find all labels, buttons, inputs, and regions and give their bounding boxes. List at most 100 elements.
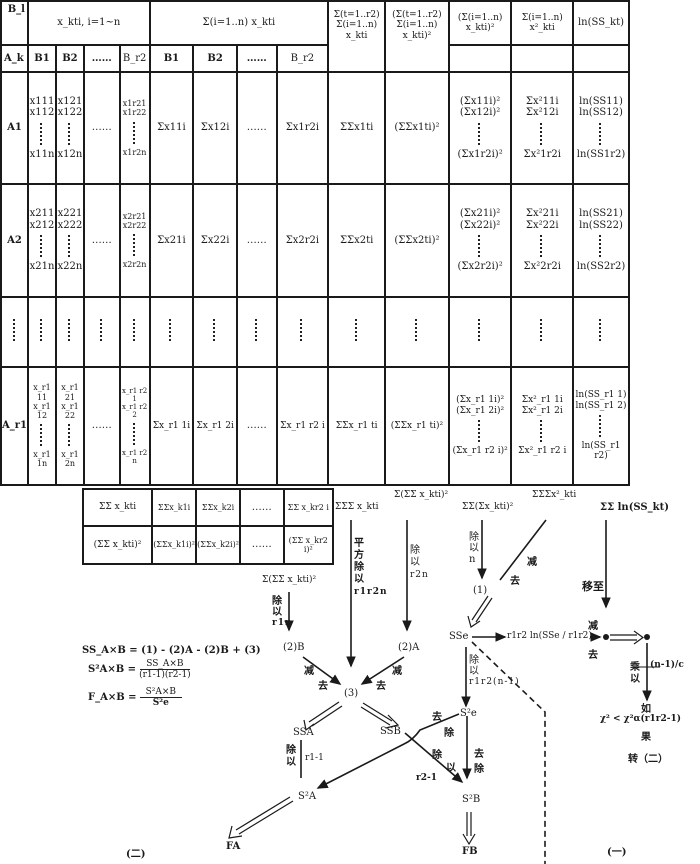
- sum-cell: Σx_r1 r2 i: [275, 366, 330, 486]
- sum-cell: Σx2r2i: [275, 183, 330, 298]
- arrow-2b-to-3: [302, 656, 342, 685]
- formula-ss-axb: SS_A×B = (1) - (2)A - (2)B + (3): [82, 645, 261, 656]
- sq-a-label: Σ(ΣΣ x_kti)²: [394, 490, 449, 500]
- node-sse: SSe: [449, 631, 469, 642]
- continuation-dots: [327, 296, 387, 368]
- section-one-label: (一): [607, 847, 627, 858]
- formula-f-axb-lhs: F_A×B =: [88, 692, 137, 703]
- double-arrow-3-to-ssb: [385, 714, 400, 729]
- continuation-dots: [192, 296, 238, 368]
- sumsum-cell: ΣΣx2ti: [327, 183, 387, 298]
- total-sum-cell: ΣΣx_k1i: [151, 488, 198, 527]
- sum-ln-label: ΣΣ ln(SS_kt): [600, 502, 669, 513]
- sum-sq-label: ΣΣΣx²_kti: [532, 490, 577, 500]
- continuation-dots: [235, 296, 278, 368]
- sq-cells-label: ΣΣ(Σx_kti)²: [462, 502, 514, 512]
- sum-ellipsis: ……: [235, 366, 278, 486]
- sqsumsum-cell: (ΣΣx_r1 ti)²: [384, 366, 450, 486]
- label-move-to: 移至: [582, 580, 604, 593]
- formula-f-axb: F_A×B = S²A×B S²e: [88, 687, 182, 708]
- total-sum-ellipsis: ……: [239, 488, 285, 527]
- total-sq-cell: (ΣΣ x_kti)²: [81, 525, 154, 565]
- label-qu-chu-b: 除: [444, 728, 454, 739]
- header-sum-sq: Σ(i=1..n) x²_kti: [510, 0, 575, 46]
- header-raw-group: x_kti, i=1~n: [27, 0, 151, 46]
- formula-f-axb-num: S²A×B: [139, 687, 182, 698]
- sum-cell: Σx21i: [148, 183, 195, 298]
- subheader-b1: B1: [27, 44, 57, 73]
- label-subtract-1a: 减: [527, 557, 537, 568]
- double-arrow-s2a-to-fa: [228, 825, 243, 839]
- double-arrow-1-to-sse: [467, 615, 481, 628]
- subheader-sum-ellipsis: ……: [235, 44, 278, 73]
- label-div-r2-1-a: 除: [432, 750, 442, 761]
- goto-section-two: 转（二）: [628, 754, 668, 765]
- double-arrow-3-to-ssa: [303, 719, 315, 732]
- sum-cell: Σx_r1 2i: [192, 366, 238, 486]
- subheader-sum-br2: B_r2: [275, 44, 330, 73]
- sqsum-cell: (Σx11i)²(Σx12i)²(Σx1r2i)²: [447, 71, 513, 185]
- total-sq-cell: (ΣΣ x_kr2 i)²: [282, 525, 335, 565]
- continuation-dots: [82, 296, 121, 368]
- header-sum-group: Σ(i=1..n) x_kti: [148, 0, 330, 46]
- if-cond-bottom: 果: [641, 732, 651, 743]
- fraction-n1-c: (n-1)/c: [650, 660, 684, 670]
- continuation-dots: [0, 296, 29, 368]
- ln-term: r1r2 ln(SSe / r1r2): [507, 631, 592, 641]
- subheader-ellipsis: ……: [82, 44, 121, 73]
- junction-dot: [603, 634, 609, 640]
- sum-ellipsis: ……: [235, 71, 278, 185]
- node-s2a: S²A: [298, 791, 317, 802]
- formula-s2-axb-num: SS_A×B: [140, 659, 190, 670]
- label-qu-chu-right-b: 除: [474, 764, 484, 775]
- if-cond-expr: χ² < χ²α(r1r2-1): [600, 714, 681, 724]
- header-sq-sum-sum: (Σ(t=1..r2) Σ(i=1..n) x_kti)²: [384, 0, 450, 73]
- row-label: A1: [0, 71, 29, 185]
- sum-cell: Σx11i: [148, 71, 195, 185]
- header-sq-sum: (Σ(i=1..n) x_kti)²: [447, 0, 513, 46]
- label-subtract-2a-a: 减: [392, 666, 402, 677]
- node-ssb: SSB: [380, 726, 401, 737]
- ln-cell: ln(SS21)ln(SS22)ln(SS2r2): [572, 183, 630, 298]
- formula-s2-axb: S²A×B = SS_A×B (r1-1)(r2-1): [88, 659, 191, 680]
- node-2a: (2)A: [398, 642, 420, 653]
- sq-b-label: Σ(ΣΣ x_kti)²: [262, 575, 317, 585]
- row-label: A_r1: [0, 366, 29, 486]
- label-div-r1-1: 除以: [286, 745, 297, 768]
- sum-cell: Σx1r2i: [275, 71, 330, 185]
- header-ln: ln(SS_kt): [572, 0, 630, 46]
- sum-cell: Σx12i: [192, 71, 238, 185]
- total-sum-label: ΣΣΣ x_kti: [335, 502, 379, 512]
- node-fa: FA: [226, 841, 241, 852]
- label-qu-chu-right-a: 去: [474, 749, 484, 760]
- sumsum-cell: ΣΣx_r1 ti: [327, 366, 387, 486]
- continuation-dots: [447, 296, 513, 368]
- double-arrow-s2b-to-fb: [462, 833, 476, 846]
- subheader-sum-b2: B2: [192, 44, 238, 73]
- sum-ellipsis: ……: [235, 183, 278, 298]
- total-sq-cell: (ΣΣx_k2i)²: [195, 525, 242, 565]
- label-r1-1: r1-1: [305, 753, 324, 763]
- computation-table: B_l x_kti, i=1~n Σ(i=1..n) x_kti Σ(t=1..…: [0, 0, 630, 486]
- node-fb: FB: [462, 846, 478, 857]
- continuation-dots: [384, 296, 450, 368]
- arrow-2a-to-3: [360, 656, 405, 685]
- subheader-sum-b1: B1: [148, 44, 195, 73]
- label-div-r2-1-b: 以: [446, 763, 456, 774]
- if-cond-top: 如: [641, 704, 651, 715]
- sqsumsum-cell: (ΣΣx1ti)²: [384, 71, 450, 185]
- section-two-label: (二): [126, 849, 146, 860]
